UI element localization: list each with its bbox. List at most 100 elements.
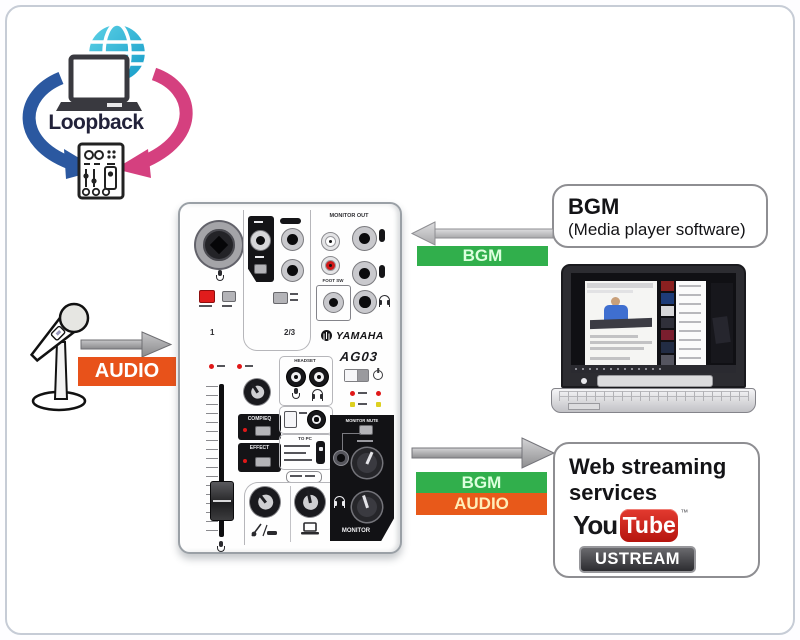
loopback-illustration [22,22,193,200]
laptop-display [571,273,736,373]
video-list [676,281,706,365]
bgm-source-box: BGM (Media player software) [552,184,768,248]
mic-audio-label: AUDIO [78,357,176,386]
text-line [590,357,630,360]
preview-pane [711,283,733,363]
label-dash [358,403,367,405]
laptop-screen [561,264,746,388]
power-switch [344,369,369,382]
channel-23-label: 2/3 [284,328,296,337]
headset-box [279,356,333,406]
mixer-to-stream-arrow [411,437,556,469]
peak-led [376,391,381,396]
line-jack-3 [281,259,304,282]
to-pc-option-dash [284,459,312,461]
rca-jack-white [321,232,340,251]
label-dash [299,412,307,414]
sig-led [350,402,355,407]
standby-icon [373,370,383,380]
youtube-tube-badge: Tube [620,508,679,542]
label-dash [255,256,264,258]
rca-jack-red [321,256,340,275]
peak-led [350,391,355,396]
pc-icon [301,522,319,535]
taskbar [571,365,736,373]
to-pc-option-dash [284,445,310,447]
channel-1-label: 1 [210,328,215,337]
stream-title-line1: Web streaming [569,454,727,479]
guitar-line-switch [254,264,267,274]
effect-label: EFFECT [249,445,270,451]
ustream-logo: USTREAM [579,546,696,573]
monitor-mute-label: MONITOR MUTE [345,418,379,423]
ch-sig-led [237,364,242,369]
presenter-head [611,297,620,306]
model-logo: AG03 [339,349,379,364]
out-switch [379,229,385,242]
sig-led [376,402,381,407]
line-jack-2 [281,228,304,251]
webcam-dot [581,378,587,384]
foot-sw-jack [323,292,344,313]
presenter-torso [604,305,628,320]
bgm-source-title: BGM [568,194,620,219]
headphone-icon [379,295,390,307]
label-dash [290,293,298,295]
fader-mic-icon [217,541,225,553]
label-dash [358,392,367,394]
mixer-desk [590,317,652,330]
label-dash [357,440,373,442]
line-label-badge [280,218,301,224]
foot-sw-box [316,285,351,321]
web-streaming-box: Web streaming services You Tube ™ USTREA… [553,442,760,578]
guitar-jack [250,230,271,251]
microphone-icon [29,302,90,412]
stream-bgm-label: BGM [416,472,547,493]
loopback-laptop-icon [56,54,142,111]
text-line [590,347,644,350]
label-dash [222,305,232,307]
stream-audio-label: AUDIO [416,493,547,515]
effect-led [243,459,247,463]
page-header [587,283,653,288]
mic-channel-icon [216,270,224,282]
bottom-divider [290,486,291,542]
keys [559,391,749,401]
monitor-out-jack-r [352,261,377,286]
text-line [590,335,638,338]
touchpad [568,403,600,410]
page-header [587,290,633,293]
headset-mic-jack [286,367,306,387]
label-dash [199,305,212,307]
pad-button [199,290,215,303]
laptop-hinge [597,375,713,387]
to-pc-slider-dot [318,447,323,451]
video-page [585,281,657,365]
label-dash [290,475,302,477]
label-dash [305,475,315,477]
level-fader-cap [210,481,234,521]
level-fader-track [219,384,224,537]
bgm-flow-label: BGM [417,246,548,266]
monitor-aux-jack [333,450,349,466]
mic-body [29,302,90,363]
out-switch [379,265,385,278]
input-select-button [273,292,288,304]
gain-knob [239,374,275,410]
monitor-mute-button [359,425,373,435]
channel-23-outline [243,210,311,351]
bottom-group-outline [244,482,333,545]
monitor-out-label: MONITOR OUT [329,213,369,219]
headset-phones-jack [309,367,329,387]
label-dash [290,299,298,301]
comp-led [243,428,247,432]
effect-button [255,457,271,467]
guitar-line-icon [251,523,277,537]
to-pc-option-dash [284,452,306,454]
phones-jack [353,290,377,314]
mixer-device: 1 2/3 MONITOR OUT FOOT SW YAMAHA AG03 [178,202,402,554]
text-line [590,341,652,344]
monitor-out-jack-l [352,226,377,251]
plug-switch [284,411,297,428]
